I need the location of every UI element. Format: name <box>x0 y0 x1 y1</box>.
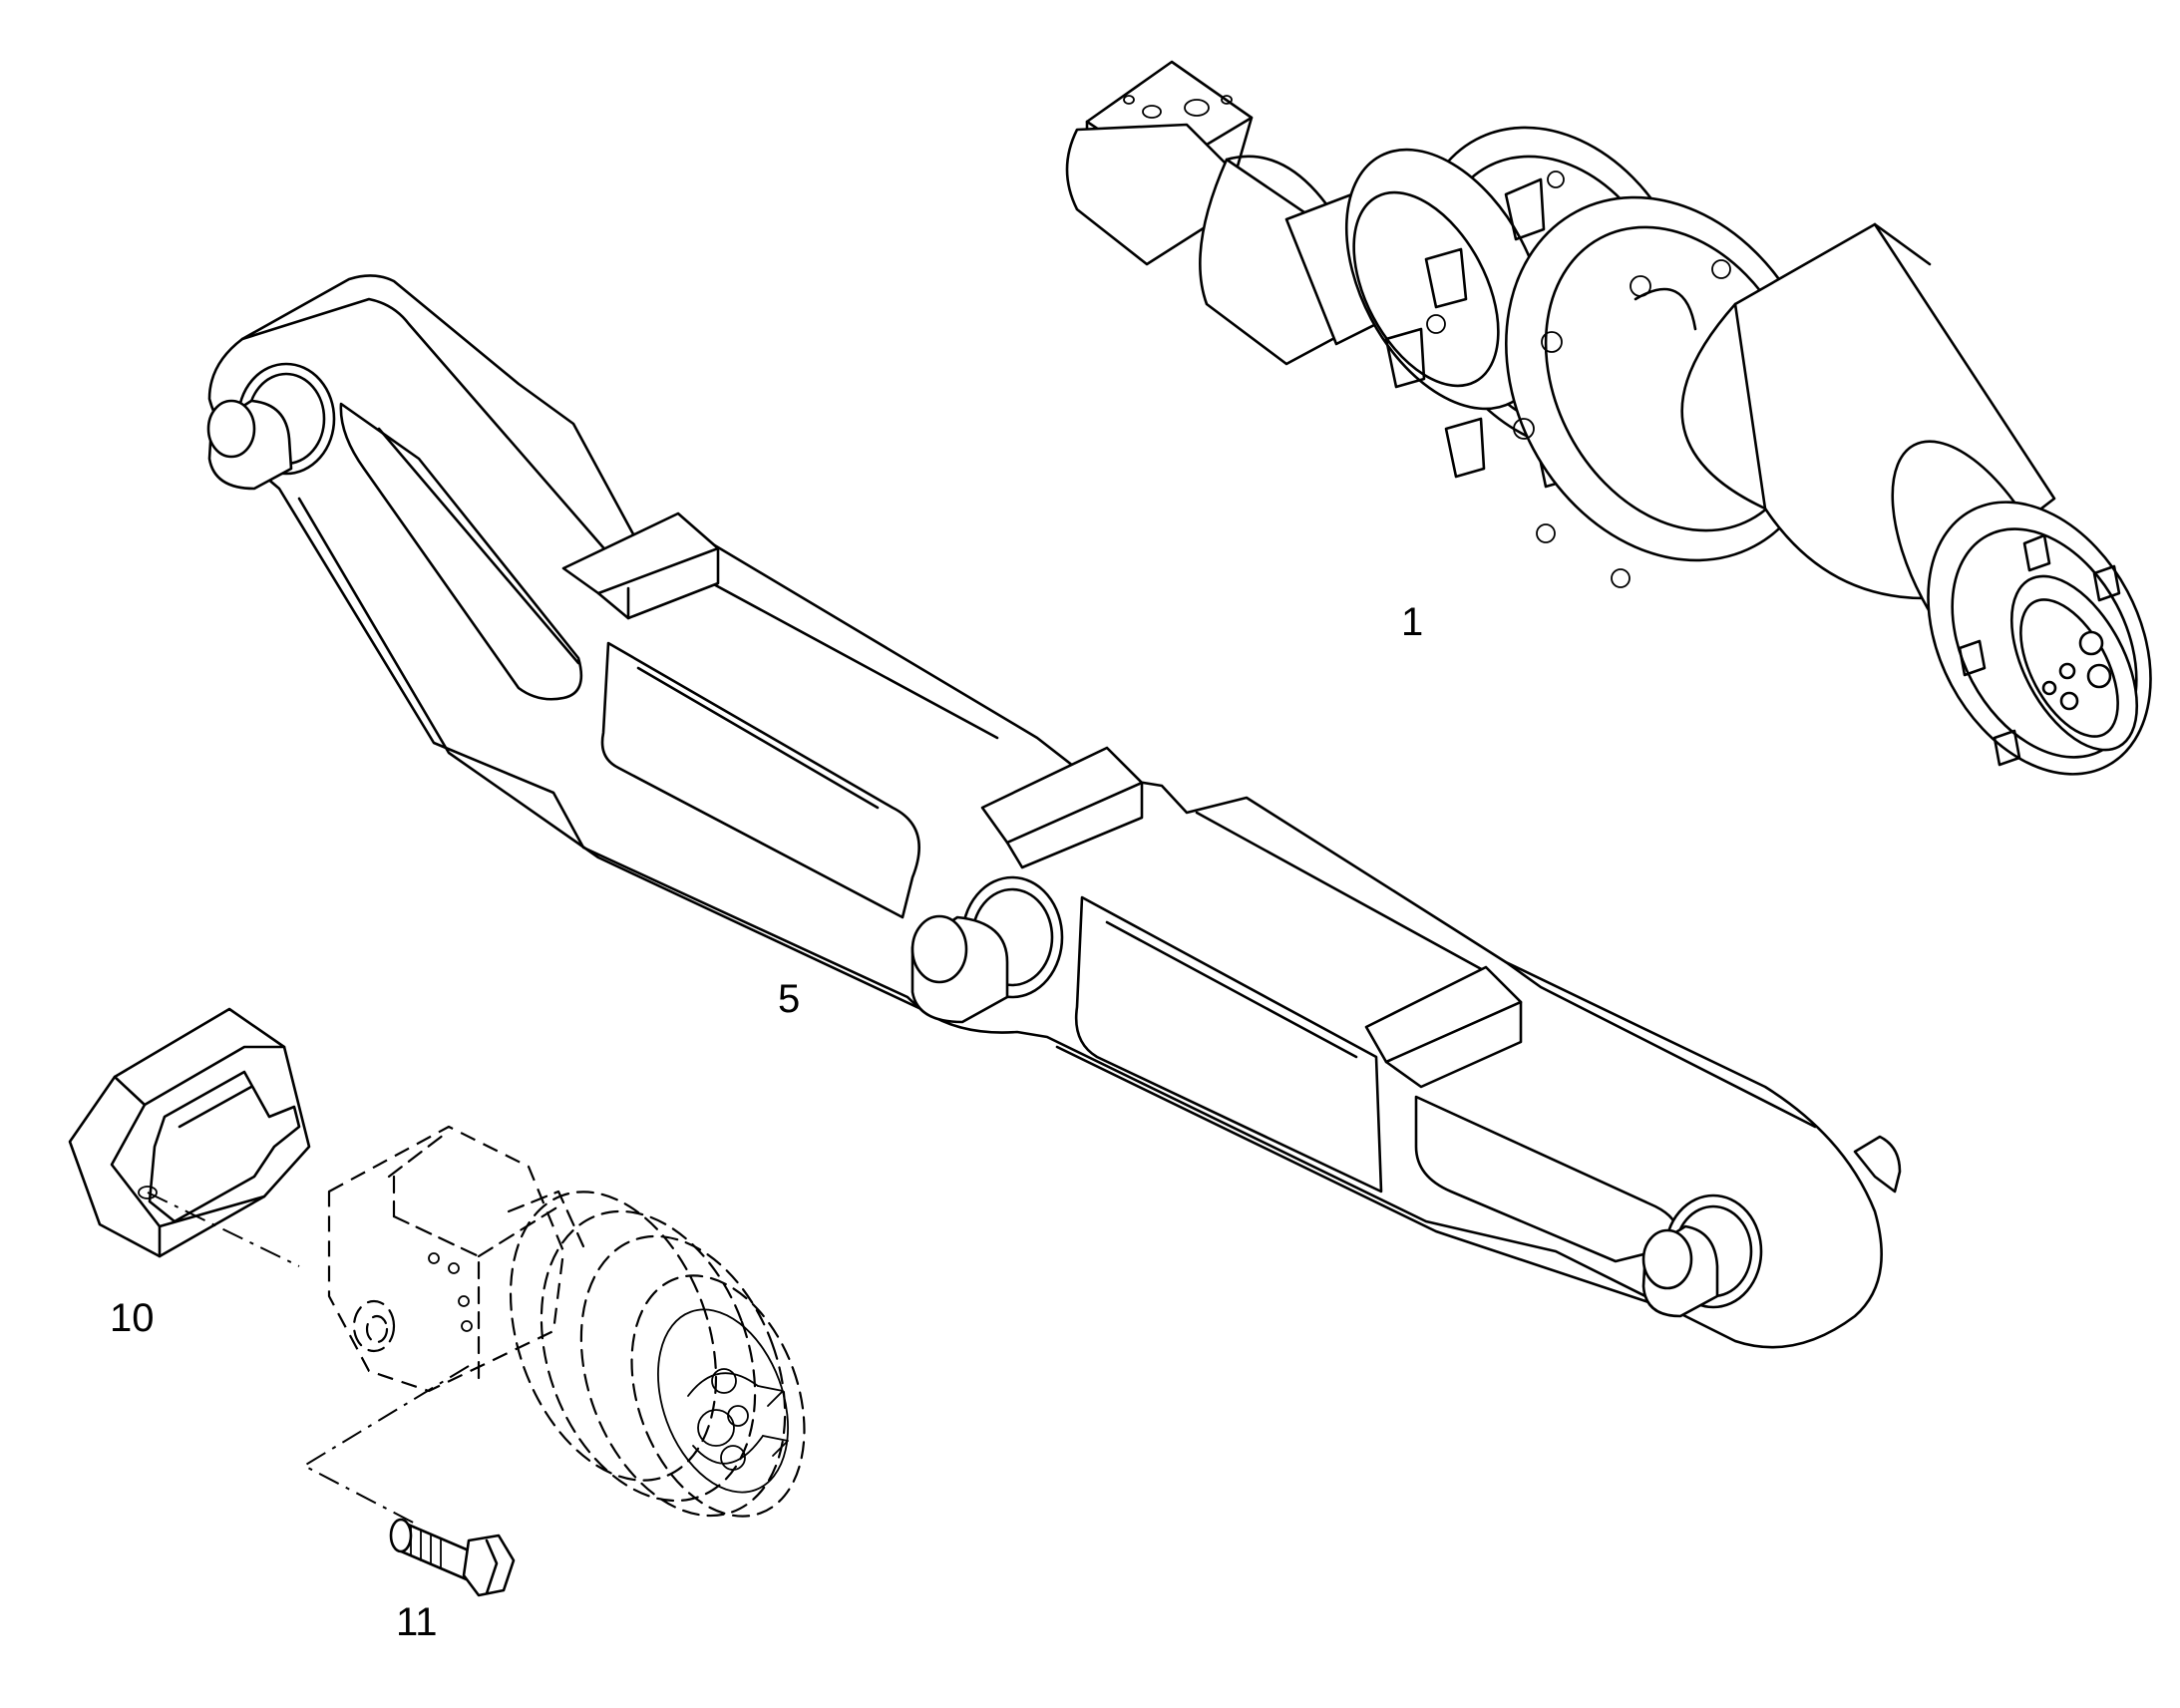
assembly-leaders <box>147 1192 470 1527</box>
callout-part-11: 11 <box>396 1600 438 1644</box>
part-10-hex-frame <box>68 1007 311 1258</box>
part-5-equalizer-beam <box>206 274 1902 1349</box>
callout-part-1: 1 <box>1401 600 1423 644</box>
phantom-motor-assembly <box>327 1125 806 1518</box>
callout-part-5: 5 <box>778 977 800 1021</box>
callout-part-10: 10 <box>110 1296 155 1340</box>
part-1-shaft-assembly <box>1065 60 2152 776</box>
part-11-bolt <box>389 1518 516 1597</box>
